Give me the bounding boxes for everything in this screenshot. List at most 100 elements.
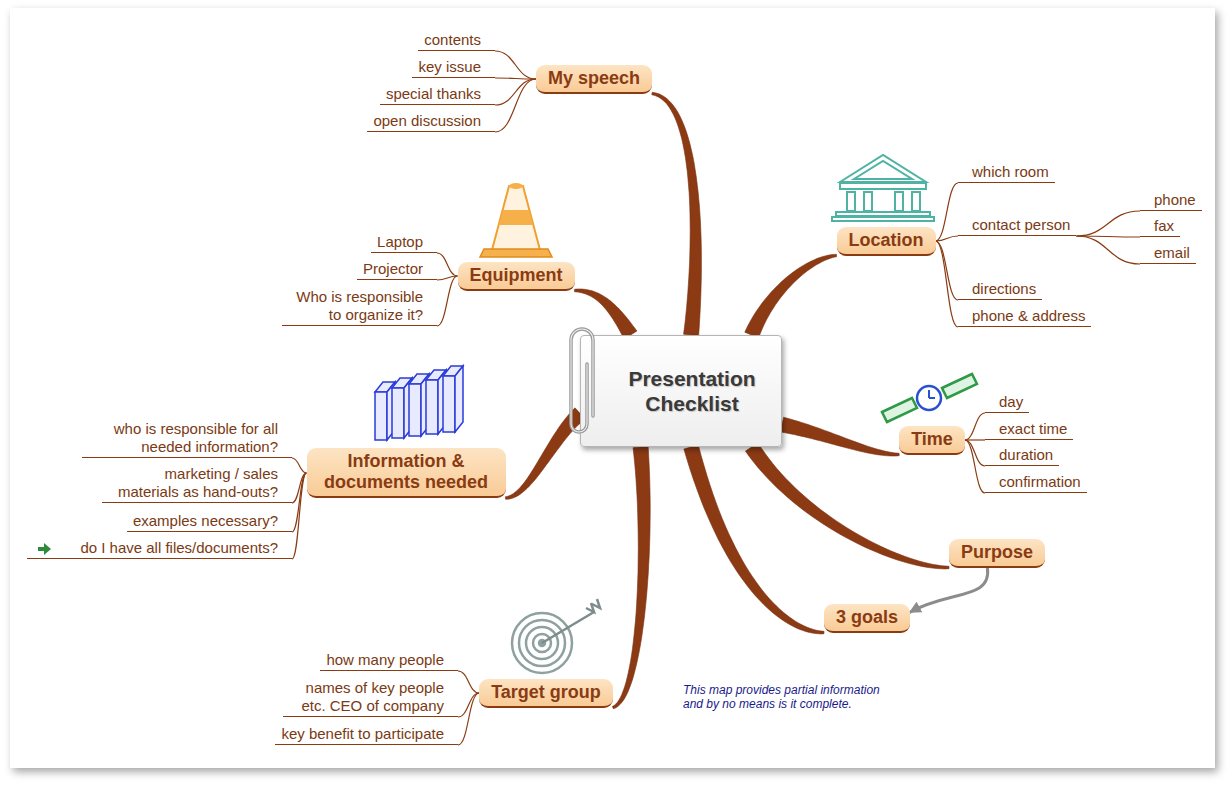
leaf-connector	[936, 241, 959, 327]
leaf-connector	[936, 183, 959, 241]
branch-topic: 3 goals	[824, 604, 910, 633]
page-frame	[10, 8, 1215, 768]
pointer-arrow	[910, 568, 988, 613]
leaf-topic: phone & address	[958, 307, 1091, 327]
book-spine	[409, 384, 421, 436]
branch-label: Equipment	[470, 265, 563, 286]
cone-tip	[509, 183, 523, 189]
leaf-label: how many people	[326, 651, 444, 669]
leaf-connector	[458, 671, 479, 693]
temple-beam	[840, 183, 926, 189]
leaf-connector	[437, 276, 458, 326]
leaf-connector	[965, 413, 985, 440]
leaf-topic: Laptop	[371, 233, 437, 253]
branch-label: 3 goals	[836, 607, 898, 628]
leaf-label: open discussion	[373, 112, 481, 130]
leaf-label: confirmation	[999, 473, 1081, 491]
leaf-topic: duration	[985, 446, 1059, 466]
leaf-topic: Who is responsible to organize it?	[282, 288, 437, 326]
temple-pediment	[854, 161, 912, 179]
leaf-label: key benefit to participate	[281, 725, 444, 743]
leaf-topic: exact time	[985, 420, 1073, 440]
leaf-connector	[458, 693, 479, 745]
branch-topic: Equipment	[458, 262, 575, 291]
green-arrow-icon	[38, 543, 51, 555]
leaf-label: key issue	[418, 58, 481, 76]
temple-column	[912, 192, 920, 211]
leaf-topic: contents	[418, 31, 495, 51]
leaf-label: day	[999, 393, 1023, 411]
arrow-head	[44, 543, 51, 555]
temple-column	[847, 192, 855, 211]
arrow-stem	[38, 547, 45, 551]
branch-label: Target group	[491, 682, 601, 703]
clock-face	[917, 386, 941, 410]
traffic-cone-icon	[480, 183, 552, 257]
leaf-label: fax	[1154, 217, 1174, 235]
paperclip-wire	[571, 329, 593, 432]
branch-label: Information & documents needed	[319, 451, 494, 493]
leaf-topic: key benefit to participate	[275, 725, 458, 745]
main-branch	[745, 254, 837, 337]
book-spine	[392, 388, 404, 438]
clock-hand	[929, 397, 935, 399]
leaf-connector	[495, 78, 536, 79]
leaf-connector	[458, 693, 479, 717]
branch-label: My speech	[548, 68, 640, 89]
book-spine	[443, 376, 455, 432]
leaf-connector	[965, 440, 985, 466]
leaf-label: Projector	[363, 260, 423, 278]
leaf-label: phone	[1154, 191, 1196, 209]
book-side	[455, 366, 463, 432]
temple-column	[864, 192, 872, 211]
dart-shaft	[542, 612, 594, 643]
leaf-label: examples necessary?	[133, 512, 278, 530]
leaf-label: contact person	[972, 216, 1070, 234]
leaf-topic: day	[985, 393, 1029, 413]
target-icon	[512, 599, 600, 673]
satellite-clock-icon	[882, 374, 977, 422]
leaf-topic: contact person	[958, 216, 1076, 236]
main-branch	[575, 289, 637, 339]
solar-panel	[942, 374, 977, 398]
main-branch	[652, 92, 702, 335]
cone-base	[480, 249, 552, 257]
leaf-label: exact time	[999, 420, 1067, 438]
leaf-label: duration	[999, 446, 1053, 464]
leaf-topic: names of key people etc. CEO of company	[283, 679, 458, 717]
leaf-topic: phone	[1140, 191, 1202, 211]
branch-topic: Purpose	[949, 539, 1045, 568]
temple-column	[895, 192, 903, 211]
book-spine	[375, 392, 387, 440]
cone-stripe	[499, 210, 533, 225]
temple-step	[832, 217, 934, 221]
leaf-connector	[495, 51, 536, 79]
central-title: Presentation Checklist	[617, 366, 767, 416]
leaf-label: contents	[424, 31, 481, 49]
leaf-label: marketing / sales materials as hand-outs…	[108, 465, 278, 501]
leaf-topic: confirmation	[985, 473, 1087, 493]
leaf-topic: special thanks	[380, 85, 495, 105]
leaf-connector	[495, 79, 536, 105]
paperclip-icon	[565, 324, 601, 442]
leaf-topic: directions	[958, 280, 1042, 300]
leaf-label: phone & address	[972, 307, 1085, 325]
leaf-connector	[292, 473, 307, 559]
leaf-topic: who is responsible for all needed inform…	[82, 420, 292, 458]
books-icon	[375, 366, 463, 440]
leaf-topic: key issue	[412, 58, 495, 78]
leaf-label: names of key people etc. CEO of company	[289, 679, 444, 715]
leaf-label: email	[1154, 244, 1190, 262]
branch-topic: Information & documents needed	[307, 448, 506, 498]
clock-hand	[928, 390, 930, 398]
main-branch	[745, 443, 949, 569]
temple-icon	[832, 155, 934, 221]
main-branch	[505, 408, 585, 499]
branch-topic: Target group	[479, 679, 613, 708]
leaf-topic: marketing / sales materials as hand-outs…	[102, 465, 292, 503]
main-branch	[613, 446, 651, 708]
branch-label: Purpose	[961, 542, 1033, 563]
dart-feather	[592, 599, 600, 608]
leaf-topic: do I have all files/documents?	[27, 539, 292, 559]
solar-panel	[882, 398, 917, 422]
